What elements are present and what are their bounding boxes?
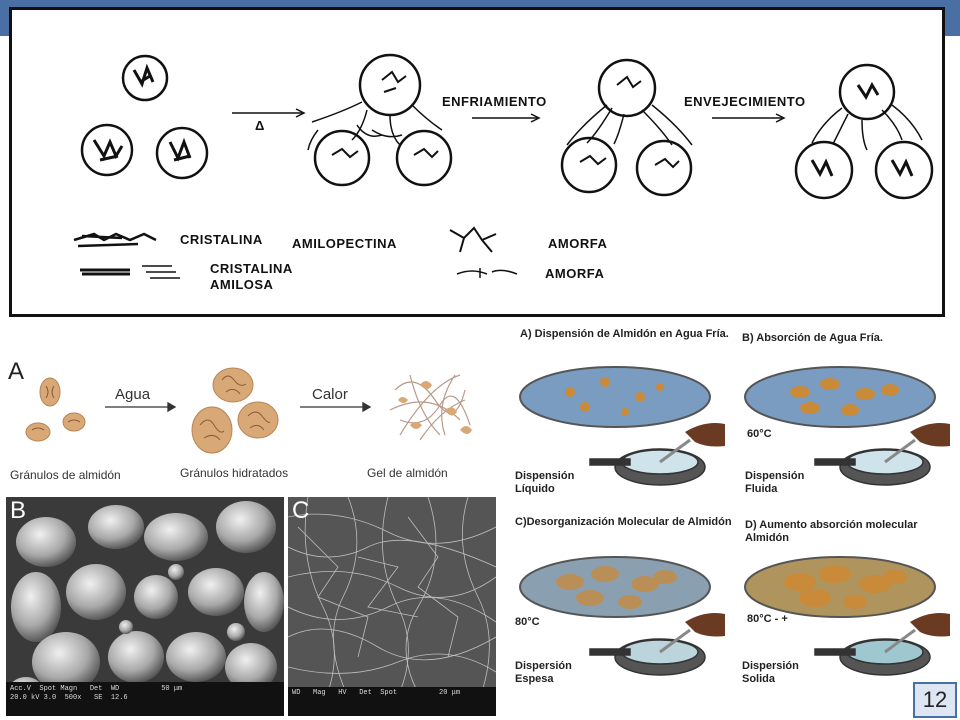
dispersion-drawing bbox=[519, 366, 950, 676]
retrogradation-diagram: ENFRIAMIENTO ENVEJECIMIENTO Δ CRISTALINA… bbox=[9, 7, 945, 317]
starch-granules-label: Gránulos de almidón bbox=[10, 468, 121, 482]
granule-circle bbox=[155, 126, 209, 180]
dish-c-title: C)Desorganización Molecular de Almidón bbox=[515, 516, 732, 528]
granule-circle bbox=[121, 54, 169, 102]
delta-label: Δ bbox=[255, 118, 265, 133]
cooling-label: ENFRIAMIENTO bbox=[442, 94, 547, 109]
hydrated-granule bbox=[191, 406, 233, 454]
gelatinization-panel: A bbox=[0, 330, 500, 495]
hydrated-granules-label: Gránulos hidratados bbox=[180, 466, 289, 480]
legend-crystalline-label: CRISTALINA bbox=[210, 261, 293, 276]
starch-granule bbox=[25, 422, 51, 442]
legend-crystalline-label: CRISTALINA bbox=[180, 232, 263, 247]
dish-a-title: A) Dispensión de Almidón en Agua Fría. bbox=[520, 328, 729, 340]
aging-label: ENVEJECIMIENTO bbox=[684, 94, 806, 109]
sem-granules-image: Acc.V Spot Magn Det WD 50 μm 20.0 kV 3.0… bbox=[6, 497, 284, 716]
hydrated-granule bbox=[212, 367, 254, 403]
dish-b-state: Dispensión Fluida bbox=[745, 470, 805, 495]
panel-letter-a: A bbox=[8, 358, 25, 385]
sem-gel-image: WD Mag HV Det Spot 20 μm C bbox=[288, 497, 496, 716]
sem-b-footer: Acc.V Spot Magn Det WD 50 μm 20.0 kV 3.0… bbox=[10, 685, 183, 702]
starch-granule bbox=[39, 377, 61, 407]
dispersion-panels: A) Dispensión de Almidón en Agua Fría. B… bbox=[510, 322, 960, 720]
hydrated-granule bbox=[237, 401, 279, 439]
retrogradation-drawing bbox=[73, 53, 934, 279]
slide-number: 12 bbox=[913, 682, 957, 718]
dish-c-state: Dispersión Espesa bbox=[515, 660, 572, 685]
dish-a-state: Dispensión Líquido bbox=[515, 470, 575, 495]
panel-letter-c: C bbox=[292, 497, 310, 524]
sem-c-footer: WD Mag HV Det Spot 20 μm bbox=[292, 689, 461, 697]
starch-gel-label: Gel de almidón bbox=[367, 466, 448, 480]
legend-amorphous-label: AMORFA bbox=[548, 236, 608, 251]
dish-b-title: B) Absorción de Agua Fría. bbox=[742, 332, 883, 344]
gelatinization-drawing bbox=[25, 367, 472, 454]
temp-60-label: 60°C bbox=[747, 428, 772, 440]
starch-granule bbox=[62, 412, 86, 432]
temp-80-label: 80°C bbox=[515, 616, 540, 628]
legend-amylose-label: AMILOSA bbox=[210, 277, 274, 292]
temp-80-plus-label: 80°C - + bbox=[747, 613, 788, 625]
heat-arrow-label: Calor bbox=[312, 386, 348, 403]
granule-circle bbox=[80, 123, 134, 177]
legend-amylopectin-label: AMILOPECTINA bbox=[292, 236, 397, 251]
water-arrow-label: Agua bbox=[115, 386, 151, 403]
dish-d-title: D) Aumento absorción molecular Almidón bbox=[745, 519, 918, 544]
panel-letter-b: B bbox=[10, 497, 27, 524]
legend-amorphous-label: AMORFA bbox=[545, 266, 605, 281]
dish-d-state: Dispersión Solida bbox=[742, 660, 799, 685]
